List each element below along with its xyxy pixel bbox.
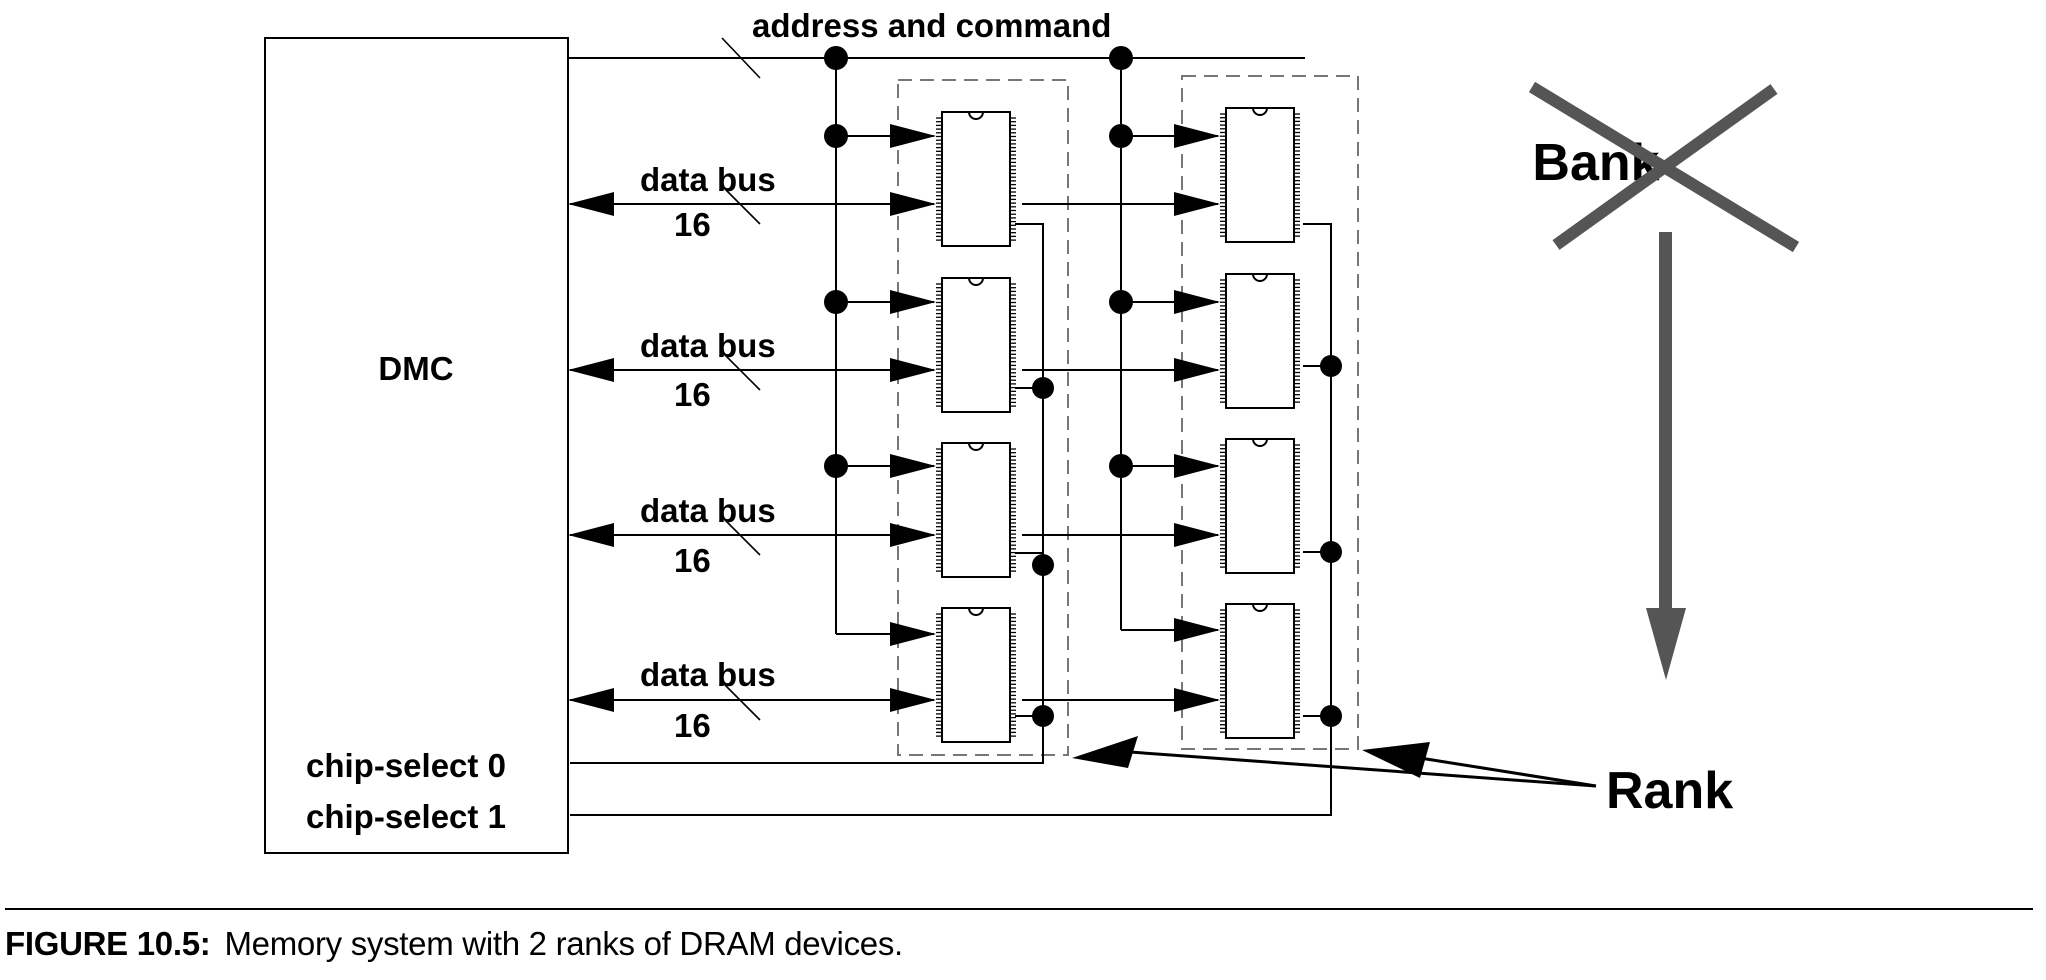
caption-rule [5,908,2033,910]
dram-chip-icon [936,277,1016,413]
data-bus-label: data bus [640,492,776,529]
data-bus-width: 16 [674,707,711,744]
address-bus-label: address and command [752,7,1111,44]
dram-chip-icon [936,442,1016,578]
data-bus-slashes [719,183,761,721]
junction-dot [1109,46,1133,70]
chip-select-0-line [570,223,1044,764]
dram-chip-icon [1220,603,1300,739]
dmc-box [264,37,569,854]
rank-1-address-taps [1109,124,1220,642]
caption-text: Memory system with 2 ranks of DRAM devic… [224,925,903,962]
data-bus-label: data bus [640,327,776,364]
junction-dot [824,46,848,70]
data-bus-width: 16 [674,206,711,243]
figure-caption: FIGURE 10.5: Memory system with 2 ranks o… [5,925,903,963]
chip-select-junctions [1015,355,1342,727]
chip-select-1-line [570,223,1332,816]
data-bus-label: data bus [640,161,776,198]
rank-0-box [897,79,1069,756]
dram-chip-icon [936,607,1016,743]
address-bus-slash [721,37,761,79]
bank-direction-arrow-icon [1646,232,1686,680]
chip-select-0-label: chip-select 0 [306,747,506,784]
dram-chip-icon [1220,438,1300,574]
dram-chip-icon [1220,273,1300,409]
figure-number: FIGURE 10.5: [5,925,211,962]
dram-devices [936,107,1300,743]
data-bus-label: data bus [640,656,776,693]
dram-chip-icon [1220,107,1300,243]
dmc-label: DMC [378,350,453,387]
chip-select-1-label: chip-select 1 [306,798,506,835]
bank-cross-icon [1528,81,1800,253]
data-bus-width: 16 [674,376,711,413]
rank-pointer-arrows [1072,736,1597,788]
dram-chip-icon [936,111,1016,247]
rank-label: Rank [1606,762,1733,820]
rank-0-address-taps [824,124,936,646]
rank-1-box [1181,75,1359,750]
data-bus-width: 16 [674,542,711,579]
data-bus-lines [568,192,1220,712]
